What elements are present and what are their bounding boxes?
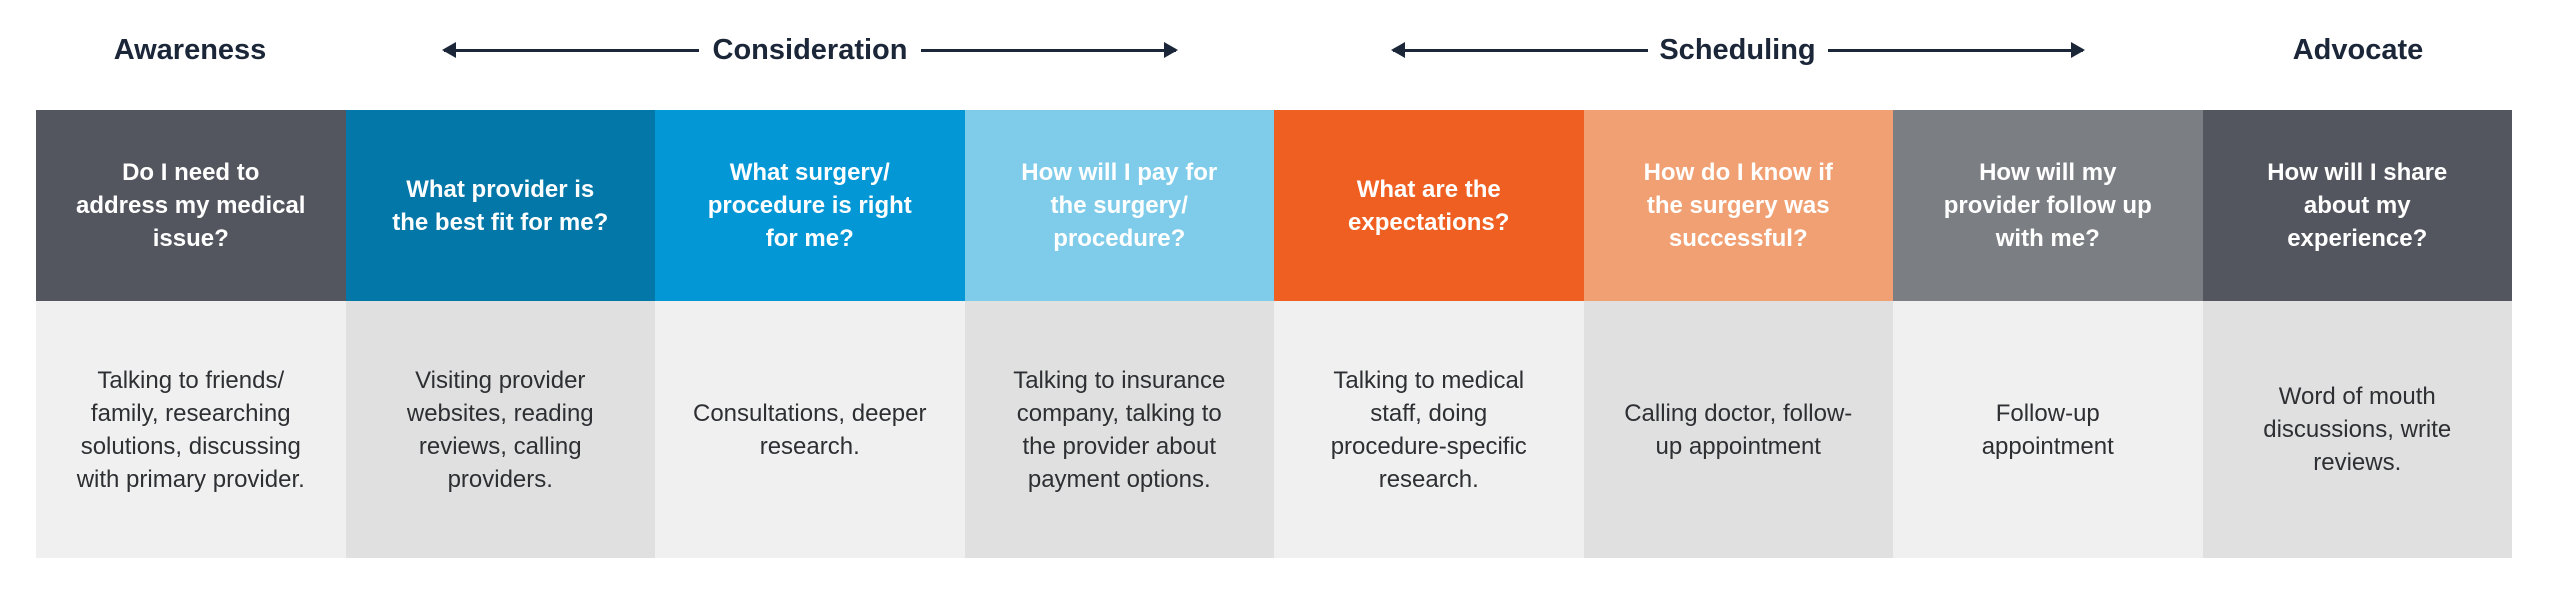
stage-advocate: Advocate <box>2292 33 2424 66</box>
activity-cell: Talking to insurance company, talking to… <box>964 301 1274 558</box>
right-arrow-icon <box>921 42 1178 58</box>
activity-cell: Visiting provider websites, reading revi… <box>345 301 655 558</box>
activity-cell: Follow-up appointment <box>1893 301 2203 558</box>
question-cell: How will I share about my experience? <box>2202 110 2512 301</box>
stage-scheduling: Scheduling <box>1659 33 1816 66</box>
activity-cell: Talking to friends/ family, researching … <box>36 301 346 558</box>
activity-cell: Word of mouth discussions, write reviews… <box>2202 301 2512 558</box>
right-arrow-icon <box>1828 42 2085 58</box>
question-cell: What are the expectations? <box>1274 110 1584 301</box>
journey-grid: Do I need to address my medical issue? W… <box>36 110 2512 558</box>
question-cell: How do I know if the surgery was success… <box>1583 110 1893 301</box>
question-cell: How will my provider follow up with me? <box>1893 110 2203 301</box>
left-arrow-icon <box>442 42 699 58</box>
stage-awareness: Awareness <box>113 33 267 66</box>
activity-cell: Talking to medical staff, doing procedur… <box>1274 301 1584 558</box>
stage-consideration: Consideration <box>712 33 908 66</box>
left-arrow-icon <box>1391 42 1648 58</box>
activity-cell: Consultations, deeper research. <box>655 301 965 558</box>
question-cell: What provider is the best fit for me? <box>345 110 655 301</box>
activity-cell: Calling doctor, follow-up appointment <box>1583 301 1893 558</box>
question-cell: What surgery/ procedure is right for me? <box>655 110 965 301</box>
question-cell: How will I pay for the surgery/ procedur… <box>964 110 1274 301</box>
question-cell: Do I need to address my medical issue? <box>36 110 346 301</box>
